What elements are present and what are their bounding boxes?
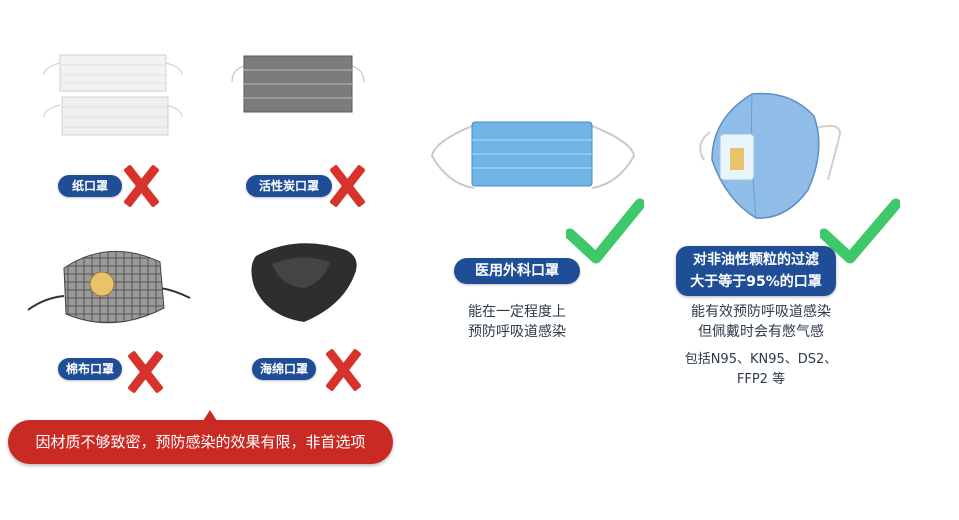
red-cross-icon (324, 164, 368, 208)
n95-mask-description: 能有效预防呼吸道感染 但佩戴时会有憋气感 (676, 302, 846, 342)
n95-label-line-2: 大于等于95%的口罩 (690, 274, 822, 290)
mask-label-paper: 纸口罩 (58, 175, 122, 197)
surgical-desc-line-2: 预防呼吸道感染 (468, 324, 566, 340)
mask-label-surgical: 医用外科口罩 (454, 258, 580, 284)
mask-label-sponge: 海绵口罩 (252, 358, 316, 380)
mask-label-cotton: 棉布口罩 (58, 358, 122, 380)
n95-desc-line-2: 但佩戴时会有憋气感 (698, 324, 824, 340)
n95-mask-icon (699, 92, 842, 219)
green-check-icon (820, 198, 900, 264)
red-cross-icon (118, 164, 162, 208)
n95-label-line-1: 对非油性颗粒的过滤 (693, 252, 819, 268)
n95-note-line-1: 包括N95、KN95、DS2、 (684, 352, 838, 367)
surgical-mask-icon (430, 121, 636, 189)
cotton-mask-icon (27, 250, 191, 324)
n95-note-line-2: FFP2 等 (736, 372, 786, 387)
surgical-desc-line-1: 能在一定程度上 (468, 304, 566, 320)
not-recommended-banner: 因材质不够致密，预防感染的效果有限，非首选项 (8, 420, 393, 464)
mask-label-n95: 对非油性颗粒的过滤 大于等于95%的口罩 (676, 246, 836, 296)
banner-pointer (203, 410, 217, 421)
red-cross-icon (320, 348, 364, 392)
red-cross-icon (122, 350, 166, 394)
sponge-mask-icon (251, 243, 357, 322)
n95-desc-line-1: 能有效预防呼吸道感染 (691, 304, 831, 320)
surgical-mask-description: 能在一定程度上 预防呼吸道感染 (452, 302, 582, 342)
paper-mask-icon (43, 54, 183, 136)
n95-mask-examples: 包括N95、KN95、DS2、 FFP2 等 (676, 350, 846, 390)
green-check-icon (566, 198, 644, 264)
mask-label-carbon: 活性炭口罩 (246, 175, 332, 197)
carbon-mask-icon (231, 55, 365, 113)
